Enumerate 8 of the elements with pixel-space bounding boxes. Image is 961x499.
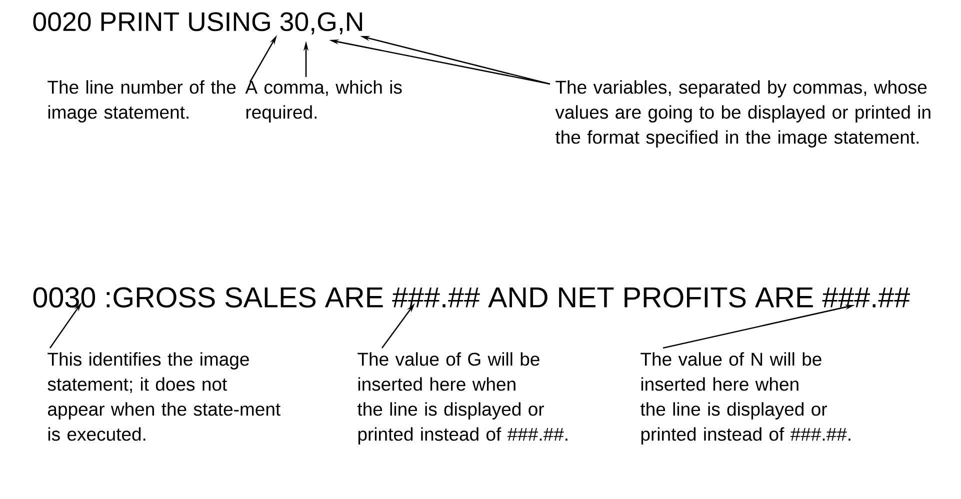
explanation-text: The value of N will be inserted here when the line is displayed or printed instead of ###.##. bbox=[640, 352, 850, 444]
explanation-text: The line number of the image statement. bbox=[48, 80, 236, 122]
explanation-text: The variables, separated by commas, whose values are going to be displayed or printed in the format specified in the image statement. bbox=[555, 80, 930, 148]
code-line: 0030 :GROSS SALES ARE ###.## AND NET PROFITS ARE ###.## bbox=[33, 287, 910, 308]
explanation-text: A comma, which is required. bbox=[245, 80, 402, 122]
explanation-text: This identifies the image statement; it does not appear when the state-ment is executed. bbox=[48, 352, 280, 441]
code-line: 0020 PRINT USING 30,G,N bbox=[33, 12, 362, 34]
explanation-text: The value of G will be inserted here when the line is displayed or printed instead of ###.##. bbox=[358, 352, 568, 444]
